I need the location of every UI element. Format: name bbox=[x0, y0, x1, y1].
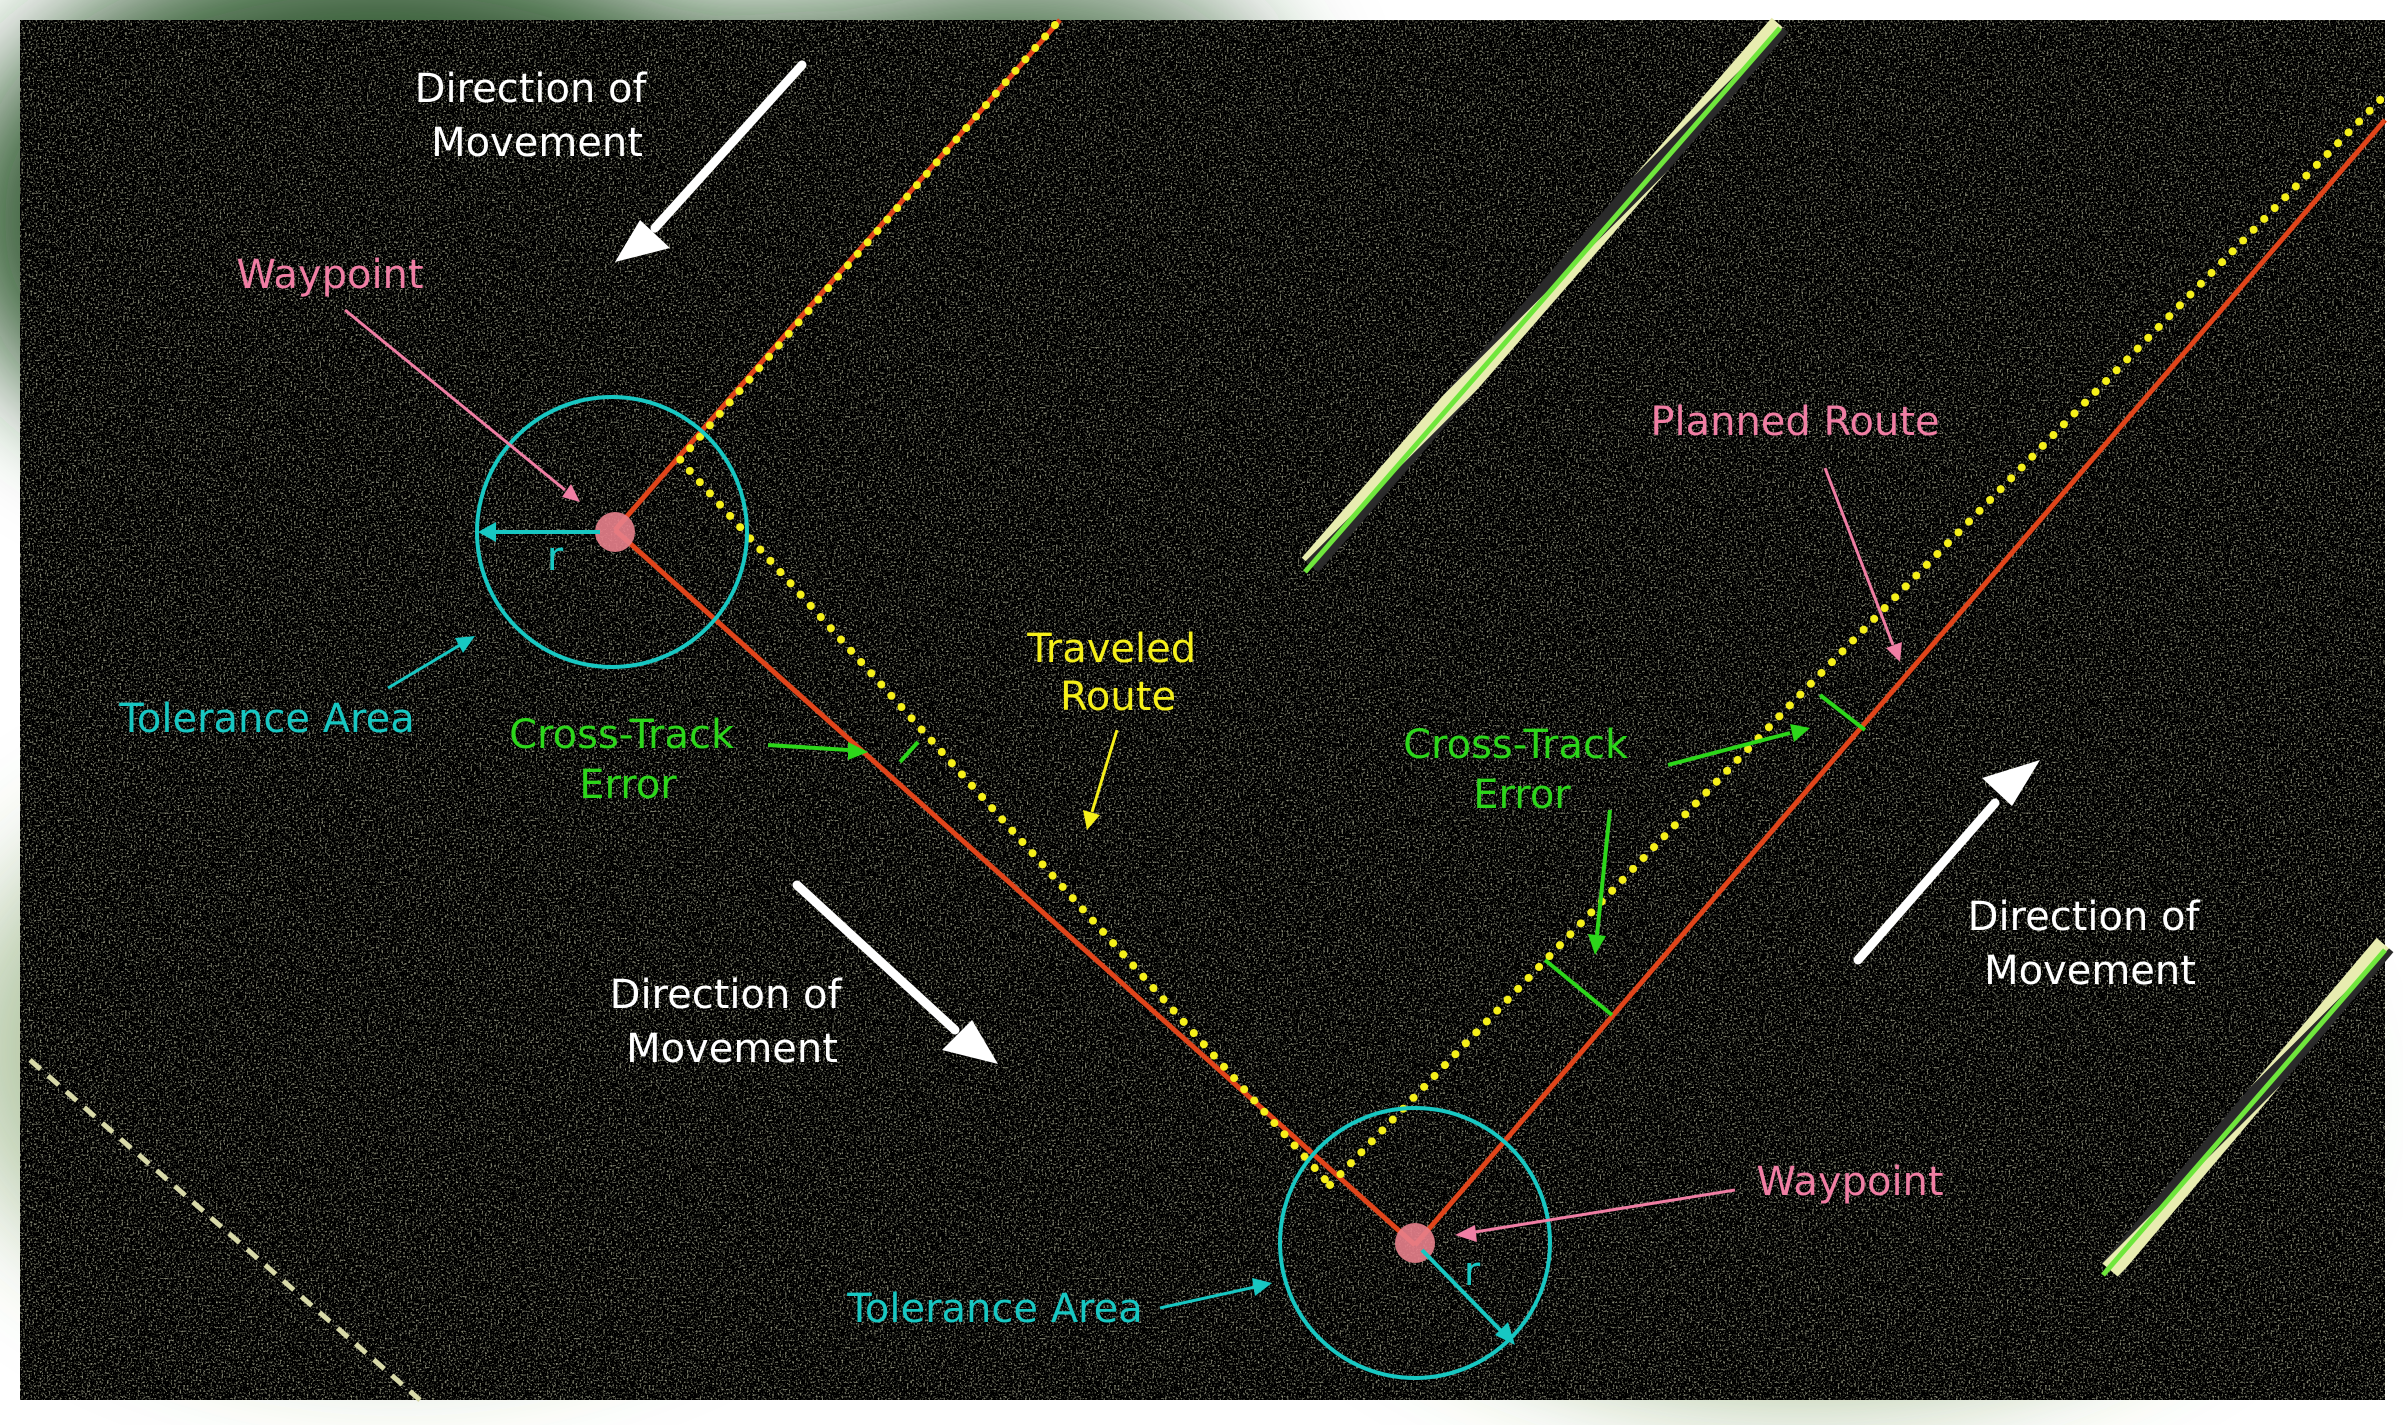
tolerance-pointer-1 bbox=[387, 643, 461, 690]
tolerance-pointer-head-2 bbox=[1252, 1278, 1272, 1296]
cross-track-pointer-2 bbox=[1667, 731, 1791, 767]
cross-track-pointer-head-1 bbox=[848, 742, 868, 760]
cross-track-pointer-head-3 bbox=[1588, 934, 1606, 955]
direction-arrow-right bbox=[1853, 798, 2000, 965]
tolerance-label-2: Tolerance Area bbox=[846, 1286, 1143, 1332]
tolerance-label-1: Tolerance Area bbox=[118, 696, 415, 742]
waypoint-label-1: Waypoint bbox=[236, 252, 423, 298]
radius-arrowhead-1 bbox=[478, 522, 496, 542]
cross-track-gap-1 bbox=[898, 740, 920, 764]
tolerance-circle-2 bbox=[1278, 1106, 1552, 1380]
tolerance-pointers bbox=[387, 636, 1272, 1310]
waypoint-pointer-2 bbox=[1474, 1188, 1736, 1234]
cross-track-gap-3 bbox=[1543, 958, 1614, 1017]
planned-route-label: Planned Route bbox=[1650, 399, 1939, 445]
cross-track-label-1: Cross-Track Error bbox=[509, 712, 747, 808]
direction-arrow-middle bbox=[792, 880, 960, 1035]
tolerance-pointer-head-1 bbox=[455, 636, 475, 653]
pink-pointers bbox=[344, 308, 1902, 1242]
direction-arrow-head-middle bbox=[942, 1020, 998, 1064]
traveled-route bbox=[674, 21, 2389, 1189]
radius-arrows bbox=[478, 522, 1515, 1345]
cross-track-pointer-1 bbox=[767, 743, 849, 752]
direction-arrow-head-right bbox=[1982, 760, 2040, 806]
direction-label-right: Direction of Movement bbox=[1968, 894, 2213, 994]
cross-track-pointer-head-2 bbox=[1790, 724, 1810, 742]
radius-arrowhead-2 bbox=[1495, 1322, 1515, 1345]
cross-track-label-2: Cross-Track Error bbox=[1403, 722, 1641, 818]
tolerance-pointer-2 bbox=[1159, 1285, 1256, 1310]
radius-line-2 bbox=[1420, 1248, 1507, 1337]
tolerance-areas bbox=[475, 395, 1552, 1380]
traveled-route-pointer-head bbox=[1083, 810, 1100, 830]
cross-track-indicators bbox=[767, 693, 1867, 1017]
waypoint-pointer-head-1 bbox=[562, 484, 580, 502]
traveled-route-label: Traveled Route bbox=[1026, 626, 1209, 720]
planned-route-pointer bbox=[1823, 467, 1895, 646]
direction-arrows bbox=[615, 60, 2040, 1064]
field-markings bbox=[28, 17, 2394, 1402]
traveled-route-pointer bbox=[1090, 729, 1119, 813]
planned-route-segment-middle bbox=[613, 528, 1417, 1247]
labels: Direction of Movement Direction of Movem… bbox=[118, 66, 2213, 1332]
direction-label-top-left: Direction of Movement bbox=[415, 66, 660, 166]
radius-label-1: r bbox=[547, 534, 564, 580]
yellow-pointer bbox=[1083, 729, 1119, 830]
grass-background bbox=[0, 0, 2385, 1400]
waypoint-pointer-head-2 bbox=[1455, 1225, 1477, 1242]
tolerance-circle-1 bbox=[475, 395, 749, 669]
traveled-route-path-right bbox=[1326, 91, 2389, 1189]
radius-label-2: r bbox=[1464, 1249, 1481, 1295]
green-rope-line-bottom bbox=[2101, 948, 2387, 1277]
waypoint-marker-1 bbox=[595, 512, 635, 552]
direction-arrow-head-top-left bbox=[615, 220, 670, 262]
traveled-route-path-left bbox=[674, 21, 1334, 1189]
cross-track-pointer-3 bbox=[1595, 809, 1612, 936]
green-rope-line-top bbox=[1303, 26, 1782, 574]
planned-route-pointer-head bbox=[1886, 642, 1902, 662]
direction-label-middle: Direction of Movement bbox=[610, 972, 855, 1072]
direction-arrow-top-left bbox=[650, 60, 807, 233]
cross-track-gap-2 bbox=[1818, 693, 1867, 732]
waypoint-pointer-1 bbox=[344, 308, 566, 492]
planned-route-segment-right bbox=[1413, 118, 2387, 1247]
waypoint-label-2: Waypoint bbox=[1756, 1159, 1943, 1205]
